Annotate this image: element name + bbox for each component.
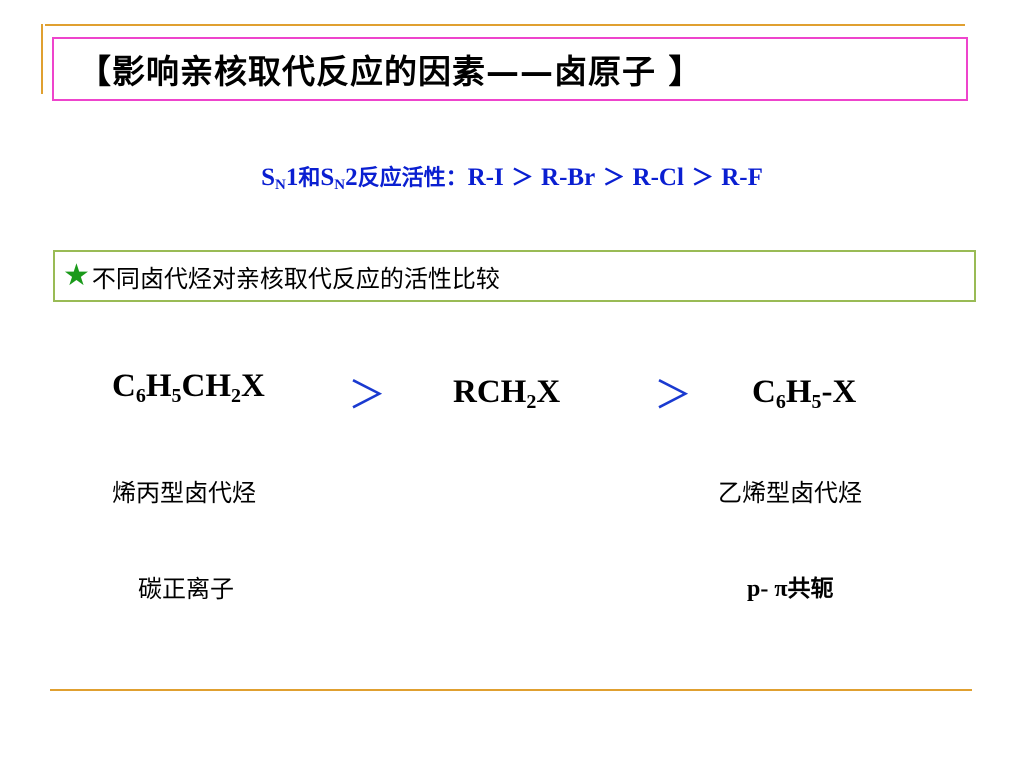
sn-s-2: S <box>320 164 335 191</box>
formula-part: -X <box>821 374 857 410</box>
formula-subscript: 2 <box>526 391 537 413</box>
comparison-box: ★ 不同卤代烃对亲核取代反应的活性比较 <box>53 250 976 302</box>
star-icon: ★ <box>63 258 90 293</box>
formula-phenyl-halide: C6H5-X <box>752 374 856 414</box>
formula-part: CH <box>181 368 232 404</box>
gt-sign-3: ＞ <box>683 165 722 191</box>
greater-than-symbol-2: ＞ <box>654 373 693 417</box>
formula-part: X <box>241 368 265 404</box>
r-cl: R-Cl <box>632 164 684 191</box>
vinyl-halide-label: 乙烯型卤代烃 <box>718 479 862 507</box>
r-i: R-I <box>467 164 504 191</box>
reactivity-order: SN1和SN2反应活性：R-I ＞ R-Br ＞ R-Cl ＞ R-F <box>0 160 1024 194</box>
formula-benzyl-halide: C6H5CH2X <box>112 368 265 408</box>
formula-subscript: 6 <box>775 391 786 413</box>
sn2-digit: 2 <box>345 164 358 191</box>
title-box: 【影响亲核取代反应的因素——卤原子 】 <box>52 37 968 101</box>
formula-part: X <box>536 374 561 410</box>
slide-title: 【影响亲核取代反应的因素——卤原子 】 <box>78 52 703 91</box>
formula-part: C <box>112 368 136 404</box>
formula-part: C <box>752 374 776 410</box>
sn-s: S <box>261 164 275 191</box>
carbocation-label: 碳正离子 <box>138 575 234 603</box>
sn1-digit: 1 <box>285 164 299 191</box>
reactivity-label: 反应活性： <box>357 165 468 191</box>
r-f: R-F <box>721 164 763 191</box>
p-pi-conjugation-label: p- π共轭 <box>747 569 834 603</box>
comparison-heading: 不同卤代烃对亲核取代反应的活性比较 <box>91 264 500 293</box>
formula-subscript: 5 <box>811 391 822 413</box>
allyl-halide-label: 烯丙型卤代烃 <box>112 479 256 507</box>
sn-n-subscript: N <box>274 177 286 193</box>
formula-subscript: 5 <box>171 385 182 407</box>
formula-part: RCH <box>453 374 527 410</box>
conjugation-text: 共轭 <box>787 575 834 602</box>
bottom-decor-line <box>50 689 972 691</box>
left-decor-line <box>41 24 43 94</box>
gt-sign-1: ＞ <box>503 165 542 191</box>
r-br: R-Br <box>541 164 596 191</box>
formula-part: H <box>785 374 812 410</box>
gt-sign-2: ＞ <box>595 165 633 191</box>
sn-n-subscript-2: N <box>334 177 346 193</box>
top-decor-line <box>45 24 965 26</box>
formula-part: H <box>145 368 172 404</box>
greater-than-symbol-1: ＞ <box>348 373 387 417</box>
and-text: 和 <box>298 165 321 191</box>
formula-alkyl-halide: RCH2X <box>453 374 560 414</box>
formula-subscript: 6 <box>135 385 146 407</box>
p-pi-prefix: p- π <box>747 576 788 602</box>
formula-subscript: 2 <box>231 385 242 407</box>
